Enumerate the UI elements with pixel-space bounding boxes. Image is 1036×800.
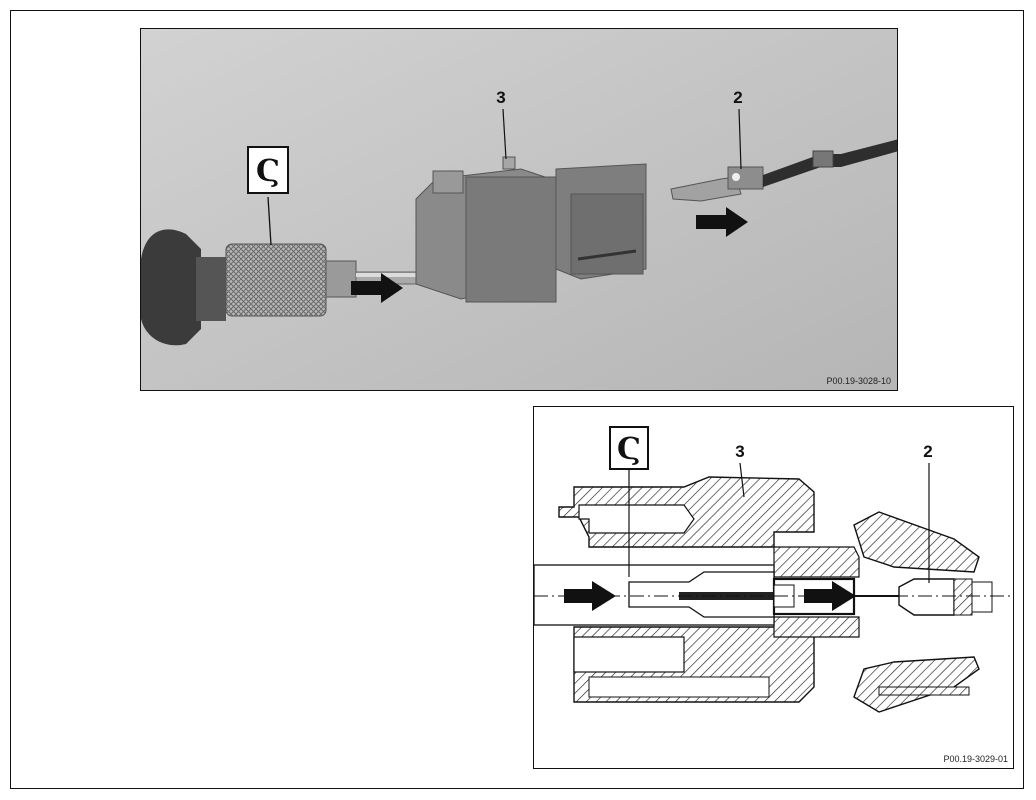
housing-lower-cavity	[573, 636, 685, 673]
drawing-reference: P00.19-3029-01	[943, 754, 1008, 764]
inner-sleeve-bottom	[773, 616, 860, 638]
section-drawing: Ϛ 3 2 P00.19-3029-01	[534, 426, 1013, 764]
housing-upper-slot	[578, 504, 695, 534]
connector-latch	[432, 170, 464, 194]
cap-upper	[853, 511, 980, 573]
drawing-callout-2: 2	[923, 442, 932, 461]
contact-lead	[971, 581, 993, 613]
connector-pin-top	[502, 156, 516, 170]
insert-arrow-left	[351, 273, 403, 303]
contact-highlight	[732, 173, 740, 181]
photo-callout-3-line	[502, 108, 507, 160]
cap-lower-rib	[878, 686, 970, 696]
insert-arrow-right	[696, 207, 748, 237]
contact-crimp-barrel	[898, 578, 955, 616]
drawing-callout-3-line	[739, 462, 745, 498]
tool-symbol-box	[609, 426, 649, 470]
tool-collar	[196, 257, 226, 321]
contact-terminal	[670, 176, 742, 202]
insert-arrow-left	[564, 581, 616, 611]
tool-knurled-sleeve	[225, 243, 327, 317]
insert-arrow-right	[804, 581, 856, 611]
photo-callout-2: 2	[733, 88, 742, 107]
photo-callout-3: 3	[496, 88, 505, 107]
photo-illustration: Ϛ 3 2 P00.19-3028-10	[141, 29, 897, 390]
tool-handle	[141, 229, 201, 346]
module-slot	[577, 249, 637, 261]
figure-frame	[10, 10, 1024, 789]
contact-insulation	[953, 578, 973, 616]
photo-panel: Ϛ 3 2 P00.19-3028-10	[140, 28, 898, 391]
photo-reference: P00.19-3028-10	[826, 376, 891, 386]
connector-module-face	[570, 193, 644, 275]
section-drawing-panel: Ϛ 3 2 P00.19-3029-01	[533, 406, 1014, 769]
special-tool-icon: Ϛ	[256, 154, 280, 189]
photo-callout-2-line	[738, 108, 742, 170]
drawing-callout-3: 3	[735, 442, 744, 461]
tool-shaft-highlight	[356, 273, 456, 277]
special-tool-icon: Ϛ	[617, 432, 641, 467]
inner-sleeve-top	[773, 546, 860, 578]
cap-lower	[853, 656, 980, 713]
wire-sleeve	[812, 150, 834, 168]
tool-symbol-box	[247, 146, 289, 194]
connector-housing-front	[465, 176, 557, 303]
housing-lower-channel	[588, 676, 770, 698]
tool-leader-line	[267, 196, 272, 246]
